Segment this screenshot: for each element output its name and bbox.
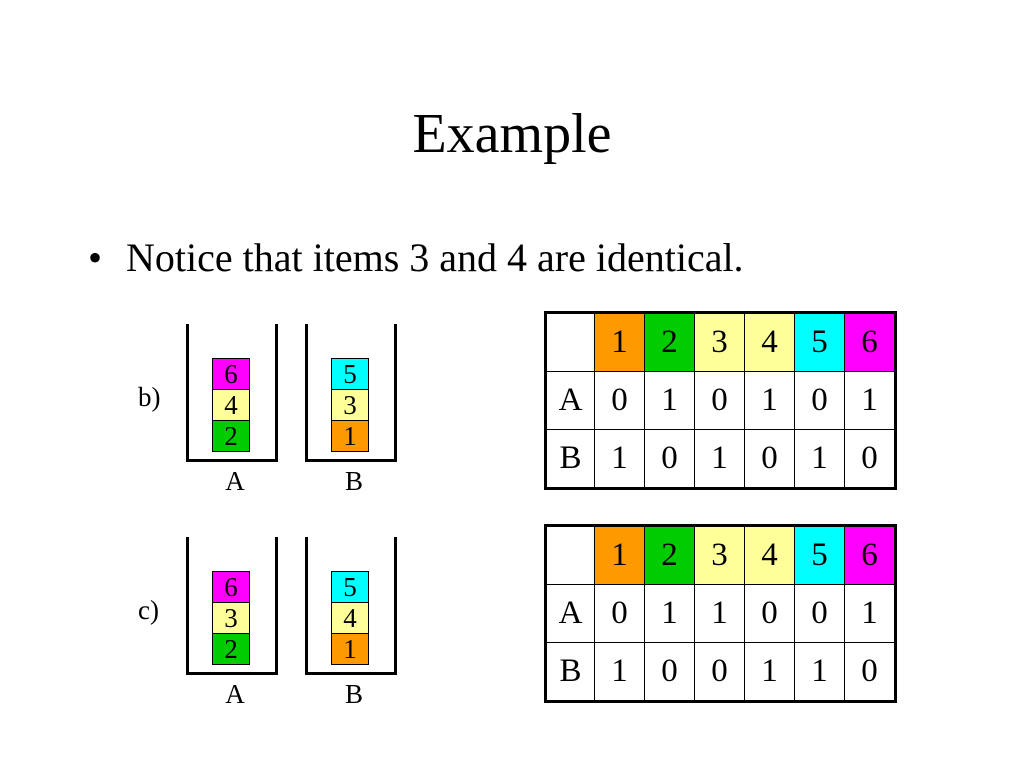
table-cell: 4 (744, 312, 795, 372)
bin-b: 5 4 1 (305, 537, 397, 675)
table-cell: 0 (794, 371, 845, 430)
table-cell: 1 (744, 642, 795, 702)
table-cell: 1 (794, 642, 845, 702)
table-cell: 1 (694, 429, 745, 489)
item-stack: 5 4 1 (331, 571, 369, 665)
table-cell: 0 (744, 584, 795, 643)
table-cell: 2 (644, 312, 695, 372)
table-cell: 0 (694, 371, 745, 430)
table-cell: 0 (594, 584, 645, 643)
bullet-point: • Notice that items 3 and 4 are identical… (88, 232, 744, 284)
table-cell: 1 (644, 584, 695, 643)
table-cell: 0 (644, 642, 695, 702)
table-cell: 4 (744, 525, 795, 585)
table-cell: A (545, 584, 595, 643)
bullet-dot: • (88, 235, 103, 280)
table-cell: 1 (844, 584, 896, 643)
table-cell: 3 (694, 312, 745, 372)
bin-a-label: A (225, 466, 245, 496)
item-box: 2 (212, 420, 250, 452)
table-cell: 0 (844, 642, 896, 702)
assignment-table-b: 1 2 3 4 5 6 A 0 1 0 1 0 1 B 1 0 1 0 1 0 (544, 311, 897, 490)
table-cell: 6 (844, 312, 896, 372)
bin-b-label: B (344, 466, 363, 496)
table-cell: 0 (794, 584, 845, 643)
item-box: 1 (331, 420, 369, 452)
table-header-row: 1 2 3 4 5 6 (545, 312, 896, 372)
table-row: A 0 1 0 1 0 1 (545, 371, 896, 430)
table-cell: 1 (694, 584, 745, 643)
table-cell: A (545, 371, 595, 430)
table-cell: 0 (594, 371, 645, 430)
table-cell: 6 (844, 525, 896, 585)
bin-b: 5 3 1 (305, 324, 397, 462)
table-row: B 1 0 0 1 1 0 (545, 642, 896, 702)
table-cell: 2 (644, 525, 695, 585)
assignment-table-c: 1 2 3 4 5 6 A 0 1 1 0 0 1 B 1 0 0 1 1 0 (544, 524, 897, 703)
bin-a-label: A (225, 679, 245, 709)
item-box: 3 (331, 389, 369, 421)
table-cell (545, 525, 595, 585)
table-header-row: 1 2 3 4 5 6 (545, 525, 896, 585)
item-box: 5 (331, 571, 369, 603)
table-cell: 0 (644, 429, 695, 489)
item-box: 1 (331, 633, 369, 665)
table-row: B 1 0 1 0 1 0 (545, 429, 896, 489)
table-cell: 1 (794, 429, 845, 489)
bin-b-label: B (344, 679, 363, 709)
item-box: 2 (212, 633, 250, 665)
table-cell: 3 (694, 525, 745, 585)
table-cell: 1 (744, 371, 795, 430)
item-box: 4 (331, 602, 369, 634)
item-box: 3 (212, 602, 250, 634)
table-cell: B (545, 429, 595, 489)
table-cell: 0 (694, 642, 745, 702)
item-stack: 5 3 1 (331, 358, 369, 452)
table-cell: 1 (644, 371, 695, 430)
table-cell: 1 (844, 371, 896, 430)
item-box: 6 (212, 358, 250, 390)
table-cell: 5 (794, 312, 845, 372)
item-stack: 6 4 2 (212, 358, 250, 452)
item-box: 5 (331, 358, 369, 390)
item-box: 4 (212, 389, 250, 421)
table-cell: 1 (594, 525, 645, 585)
item-box: 6 (212, 571, 250, 603)
table-cell: 0 (744, 429, 795, 489)
table-cell: 1 (594, 312, 645, 372)
bin-a: 6 4 2 (186, 324, 278, 462)
table-cell (545, 312, 595, 372)
item-stack: 6 3 2 (212, 571, 250, 665)
example-c-label: c) (138, 595, 159, 625)
table-cell: B (545, 642, 595, 702)
table-cell: 5 (794, 525, 845, 585)
bin-a: 6 3 2 (186, 537, 278, 675)
slide-title: Example (412, 103, 612, 165)
table-row: A 0 1 1 0 0 1 (545, 584, 896, 643)
table-cell: 1 (594, 429, 645, 489)
table-cell: 1 (594, 642, 645, 702)
bullet-text: Notice that items 3 and 4 are identical. (126, 235, 744, 280)
example-b-label: b) (138, 382, 161, 412)
table-cell: 0 (844, 429, 896, 489)
